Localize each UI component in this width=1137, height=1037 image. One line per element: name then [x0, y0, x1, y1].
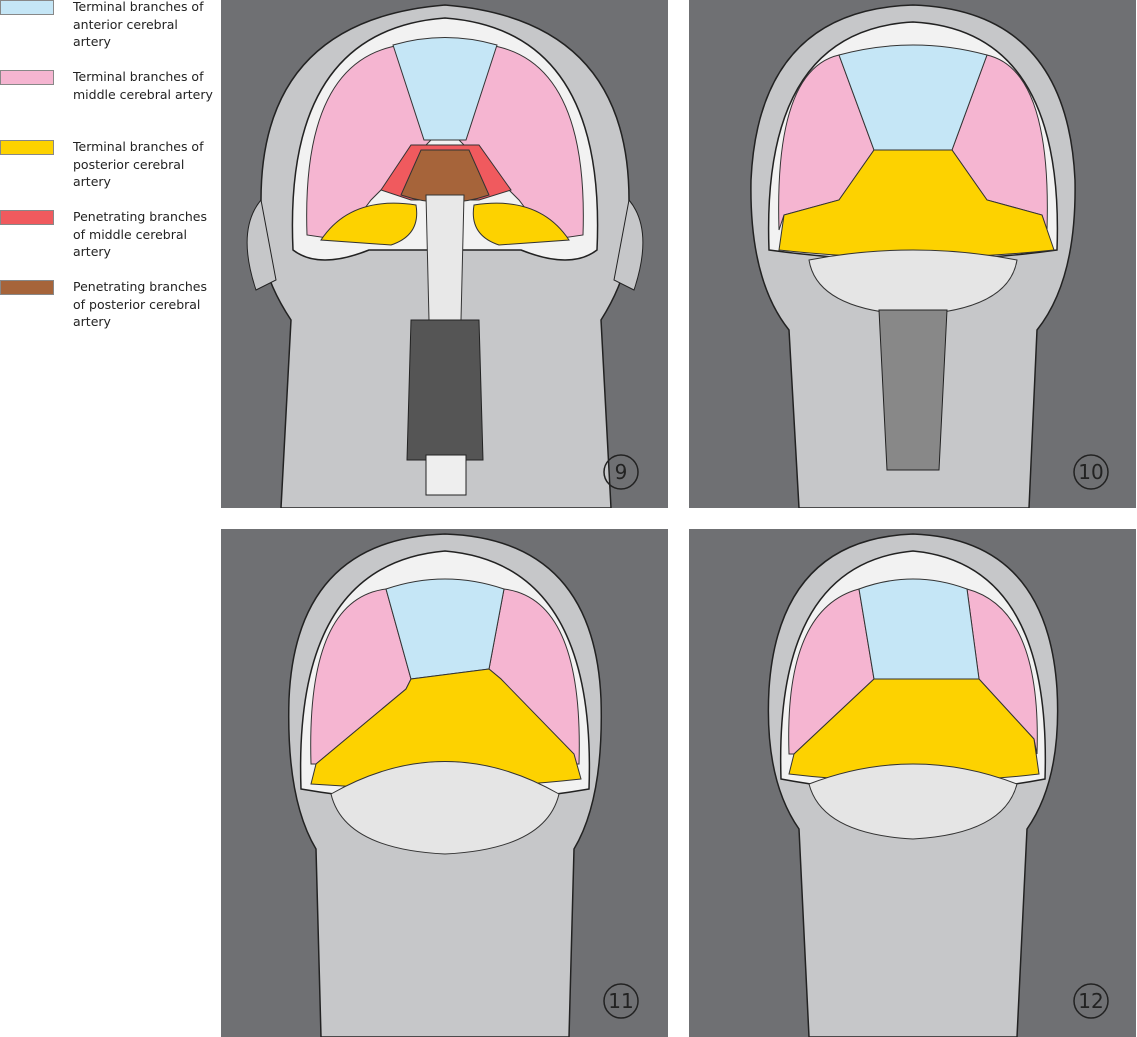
section-panel-10: 10 — [689, 0, 1136, 508]
brain-aca — [858, 578, 980, 680]
brainstem — [425, 194, 465, 321]
legend-swatch — [0, 210, 54, 225]
brain-aca — [392, 37, 498, 141]
panel-number: 12 — [1078, 989, 1103, 1013]
panel-number-circle — [603, 983, 639, 1019]
left-ear — [246, 198, 277, 291]
legend-label: Penetrating branches of middle cerebral … — [73, 209, 207, 259]
panel-number-circle — [1073, 983, 1109, 1019]
legend-label: Terminal branches of posterior cerebral … — [73, 139, 204, 189]
cerebellum — [808, 763, 1018, 840]
spinal-column — [406, 319, 484, 461]
brain-pca-right — [472, 202, 570, 246]
panel-number-circle — [1073, 454, 1109, 490]
section-panel-12: 12 — [689, 529, 1136, 1037]
legend-swatch — [0, 280, 54, 295]
section-panel-11: 11 — [221, 529, 668, 1037]
legend-label: Terminal branches of anterior cerebral a… — [73, 0, 204, 49]
panel-number-circle — [603, 454, 639, 490]
panel-number: 9 — [615, 460, 628, 484]
right-ear — [613, 198, 644, 291]
brain-aca — [385, 578, 505, 680]
brain-pca-left — [320, 202, 418, 246]
neck-structures — [878, 309, 948, 471]
section-panel-9: 9 — [221, 0, 668, 508]
brain-aca — [838, 44, 988, 151]
legend-swatch — [0, 70, 54, 85]
cerebellum — [808, 249, 1018, 316]
panel-number: 11 — [608, 989, 633, 1013]
panel-number: 10 — [1078, 460, 1103, 484]
legend-label: Penetrating branches of posterior cerebr… — [73, 279, 207, 329]
legend-label: Terminal branches of middle cerebral art… — [73, 69, 213, 102]
legend-swatch — [0, 140, 54, 155]
legend-swatch — [0, 0, 54, 15]
cerebellum — [330, 761, 560, 855]
vertebrae — [425, 454, 467, 496]
